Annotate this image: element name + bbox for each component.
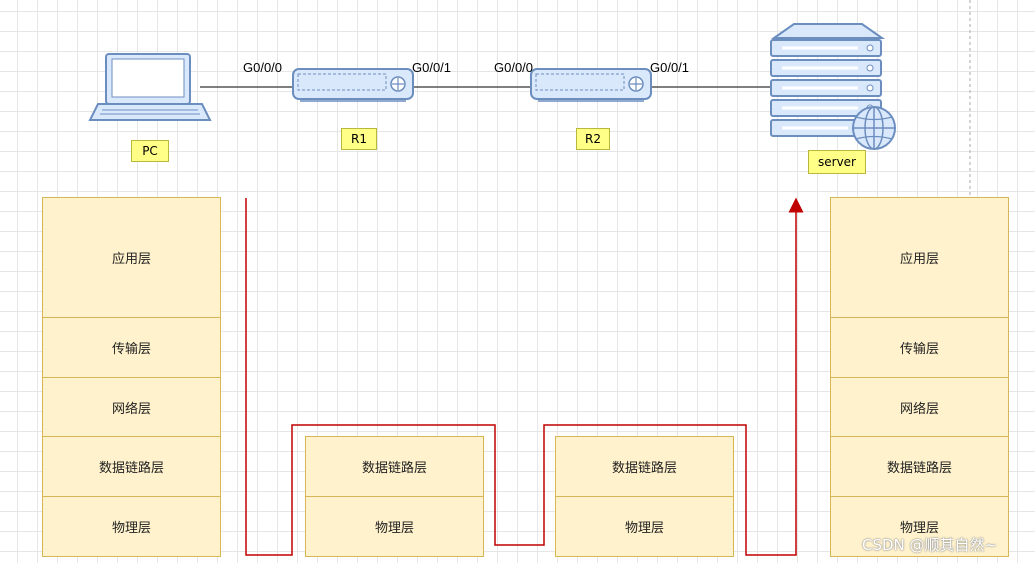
port-pc-r1: G0/0/0 bbox=[243, 60, 283, 75]
server-layer-network: 网络层 bbox=[830, 377, 1009, 437]
port-r2-left: G0/0/0 bbox=[494, 60, 534, 75]
server-layer-transport: 传输层 bbox=[830, 317, 1009, 378]
server-layer-datalink: 数据链路层 bbox=[830, 436, 1009, 497]
r1-layer-physical: 物理层 bbox=[305, 496, 484, 557]
server-layer-application: 应用层 bbox=[830, 197, 1009, 318]
pc-layer-network: 网络层 bbox=[42, 377, 221, 437]
server-icon bbox=[770, 23, 896, 150]
pc-layer-physical: 物理层 bbox=[42, 496, 221, 557]
data-path-line bbox=[245, 197, 804, 556]
port-r1-right: G0/0/1 bbox=[412, 60, 452, 75]
pc-layer-transport: 传输层 bbox=[42, 317, 221, 378]
server-layer-physical: 物理层 bbox=[830, 496, 1009, 557]
watermark: CSDN @顺其自然~ bbox=[862, 536, 998, 554]
port-r2-right: G0/0/1 bbox=[650, 60, 690, 75]
r1-label: R1 bbox=[341, 128, 377, 150]
r2-layer-datalink: 数据链路层 bbox=[555, 436, 734, 497]
server-label: server bbox=[808, 150, 866, 174]
r2-label: R2 bbox=[576, 128, 610, 150]
r2-layer-physical: 物理层 bbox=[555, 496, 734, 557]
router-r2-icon bbox=[530, 68, 652, 102]
pc-layer-datalink: 数据链路层 bbox=[42, 436, 221, 497]
router-r1-icon bbox=[292, 68, 414, 102]
r1-layer-datalink: 数据链路层 bbox=[305, 436, 484, 497]
pc-layer-application: 应用层 bbox=[42, 197, 221, 318]
laptop-icon bbox=[88, 53, 212, 121]
pc-label: PC bbox=[131, 140, 169, 162]
